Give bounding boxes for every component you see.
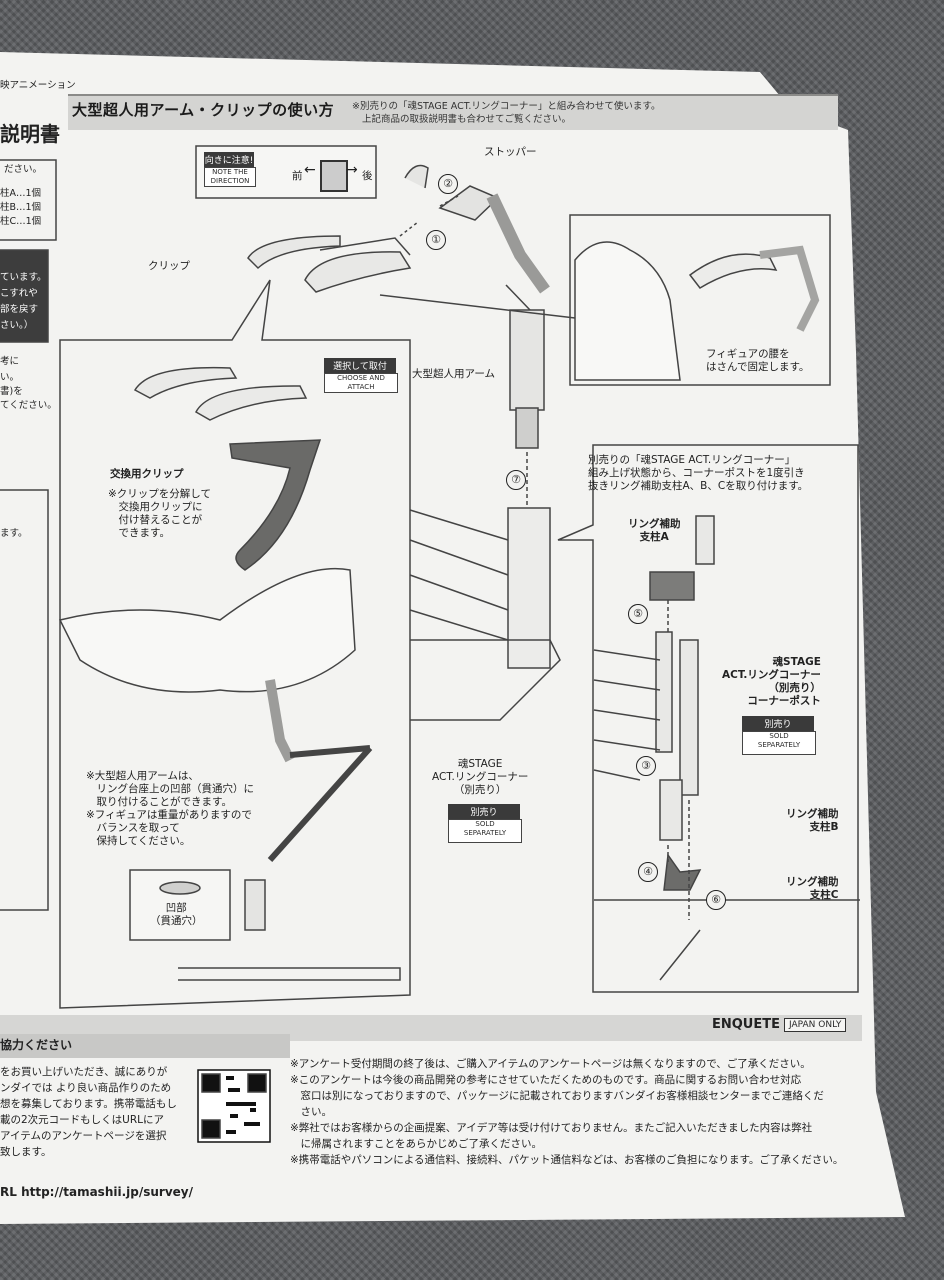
arrow-right-icon: →: [346, 162, 358, 178]
left-strip-misc: てください。: [0, 400, 57, 411]
step-note: 別売りの「魂STAGE ACT.リングコーナー」 組み上げ状態から、コーナーポス…: [588, 454, 809, 492]
arm-note: ※大型超人用アームは、 リング台座上の凹部（貫通穴）に 取り付けることができます…: [86, 770, 254, 847]
step-7-marker: ⑦: [506, 470, 526, 490]
left-strip-warn: こすれや: [0, 288, 38, 299]
left-strip-warn: 部を戻す: [0, 304, 39, 315]
choose-tag: 選択して取付: [324, 358, 396, 373]
left-strip-warn: ています。: [0, 272, 47, 283]
corner-post-label: 魂STAGE ACT.リングコーナー （別売り） コーナーポスト: [722, 656, 821, 707]
left-strip-part: 柱B…1個: [0, 202, 42, 213]
exchange-note: ※クリップを分解して 交換用クリップに 付け替えることが できます。: [108, 488, 211, 539]
direction-tag: 向きに注意!: [204, 152, 254, 167]
section-note: ※別売りの「魂STAGE ACT.リングコーナー」と組み合わせて使います。 上記…: [352, 101, 661, 125]
qr-code-icon[interactable]: [198, 1070, 270, 1142]
stopper-part-icon: [320, 160, 348, 192]
ring-corner-label: 魂STAGE ACT.リングコーナー （別売り）: [432, 758, 529, 796]
left-strip-warn: さい。）: [0, 320, 34, 331]
left-strip-part: 柱A…1個: [0, 188, 42, 199]
clip-label: クリップ: [148, 260, 190, 272]
support-a-label: リング補助 支柱A: [628, 518, 681, 543]
section-header-bar: [68, 94, 838, 130]
direction-front: 前: [292, 170, 303, 182]
step-1-marker: ①: [426, 230, 446, 250]
sold-tag: 別売り: [448, 804, 520, 819]
survey-url[interactable]: RL http://tamashii.jp/survey/: [0, 1185, 193, 1199]
step-4-marker: ④: [638, 862, 658, 882]
stopper-label: ストッパー: [484, 146, 537, 158]
waist-note: フィギュアの腰を はさんで固定します。: [706, 348, 810, 373]
arrow-left-icon: ←: [304, 162, 316, 178]
left-panel-box: [0, 489, 49, 911]
exchange-clip-label: 交換用クリップ: [110, 468, 184, 480]
left-strip-box2: ます。: [0, 528, 28, 539]
section-title: 大型超人用アーム・クリップの使い方: [72, 101, 335, 119]
left-strip-top: 映アニメーション: [0, 80, 76, 91]
support-b-label: リング補助 支柱B: [786, 808, 839, 833]
hole-label: 凹部 （貫通穴）: [150, 902, 203, 927]
support-c-label: リング補助 支柱C: [786, 876, 839, 901]
step-3-marker: ③: [636, 756, 656, 776]
left-strip-title: 説明書: [0, 122, 60, 146]
parts-box: [0, 159, 57, 241]
arm-label: 大型超人用アーム: [412, 368, 496, 380]
left-strip-part: 柱C…1個: [0, 216, 42, 227]
left-strip-misc: 考に: [0, 356, 20, 367]
direction-back: 後: [362, 170, 373, 182]
step-2-marker: ②: [438, 174, 458, 194]
step-5-marker: ⑤: [628, 604, 648, 624]
left-strip-misc: 書)を: [0, 386, 23, 397]
step-6-marker: ⑥: [706, 890, 726, 910]
enquete-title: ENQUETE: [712, 1017, 780, 1032]
left-strip-line: ださい。: [4, 164, 43, 175]
enquete-left-head: 協力ください: [0, 1038, 73, 1052]
enquete-left-text: をお買い上げいただき、誠にありが ンダイでは より良い商品作りのため 想を募集し…: [0, 1066, 177, 1158]
japan-only-badge: JAPAN ONLY: [784, 1018, 847, 1032]
sold-tag-right: 別売り: [742, 716, 814, 731]
enquete-notes: ※アンケート受付期間の終了後は、ご購入アイテムのアンケートページは無くなりますの…: [290, 1058, 844, 1166]
warning-box: [0, 249, 49, 343]
enquete-left-head-bar: [0, 1034, 290, 1058]
left-strip-misc: い。: [0, 372, 20, 383]
